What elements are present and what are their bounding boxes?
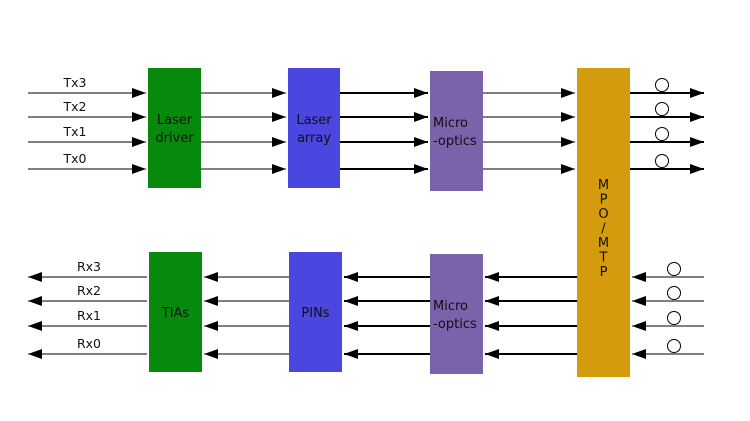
rx-micro-optics-label: -optics — [433, 317, 477, 332]
tx-input-label: Tx2 — [63, 99, 87, 114]
rx-output-label: Rx3 — [77, 259, 101, 274]
tias-label: TIAs — [161, 306, 190, 321]
fiber-marker-icon — [655, 102, 669, 116]
fiber-marker-icon — [655, 78, 669, 92]
tx-micro-optics-block: Micro -optics — [430, 71, 483, 191]
fiber-marker-icon — [655, 154, 669, 168]
pins-label: PINs — [301, 306, 329, 321]
mpo-label-char: O — [598, 207, 608, 222]
tias-block: TIAs — [149, 252, 202, 372]
laser-array-label: Laser — [296, 113, 332, 128]
rx-micro-optics-label: Micro — [433, 299, 468, 314]
fiber-marker-icon — [667, 339, 681, 353]
fiber-marker-icon — [667, 311, 681, 325]
rx-output-label: Rx0 — [77, 336, 101, 351]
tx-input-label: Tx3 — [63, 75, 87, 90]
mpo-label-char: P — [600, 265, 608, 280]
mpo-label-char: M — [598, 236, 609, 251]
laser-array-label: array — [297, 131, 331, 146]
mpo-label-char: P — [600, 193, 608, 208]
laser-array-block: Laser array — [288, 68, 340, 188]
tx-input-label: Tx0 — [63, 151, 87, 166]
laser-driver-block: Laser driver — [148, 68, 201, 188]
rx-micro-optics-block: Micro -optics — [430, 254, 483, 374]
mpo-mtp-connector: MPO/MTP — [577, 68, 630, 377]
tx-micro-optics-label: -optics — [433, 134, 477, 149]
tx-micro-optics-label: Micro — [433, 116, 468, 131]
laser-driver-label: Laser — [157, 113, 193, 128]
rx-output-label: Rx2 — [77, 283, 101, 298]
fiber-marker-icon — [667, 262, 681, 276]
mpo-label-char: M — [598, 178, 609, 193]
laser-driver-label: driver — [155, 131, 194, 146]
tx-input-label: Tx1 — [63, 124, 87, 139]
pins-block: PINs — [289, 252, 342, 372]
fiber-marker-icon — [667, 286, 681, 300]
mpo-label-char: / — [601, 222, 606, 237]
mpo-label-char: T — [599, 251, 608, 266]
rx-output-label: Rx1 — [77, 308, 101, 323]
fiber-marker-icon — [655, 127, 669, 141]
